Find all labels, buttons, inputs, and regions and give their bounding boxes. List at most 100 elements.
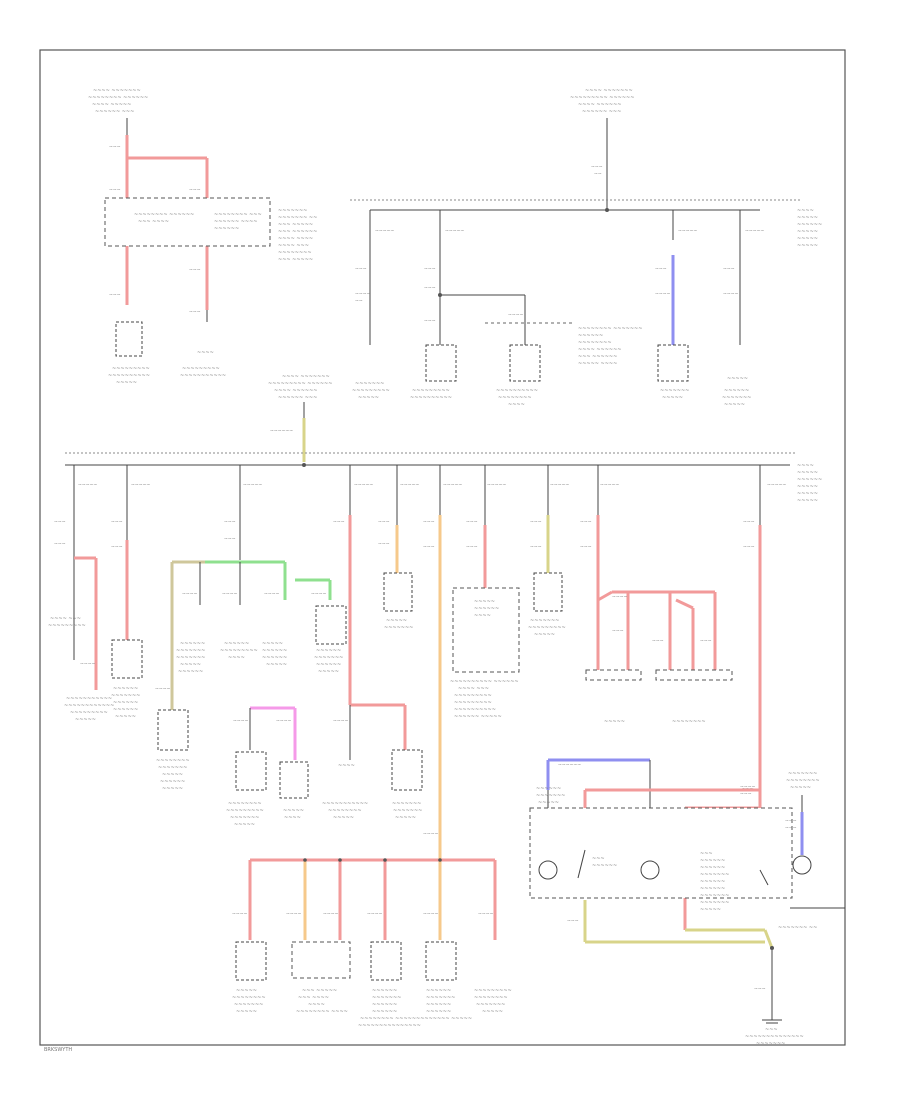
svg-text:~~~~~~: ~~~~~~ xyxy=(797,477,822,483)
svg-text:~~~~~~~~ ~~~~~: ~~~~~~~~ ~~~~~ xyxy=(360,1016,416,1022)
svg-text:~~~~~~: ~~~~~~ xyxy=(700,865,725,871)
svg-text:~~~~: ~~~~ xyxy=(423,912,439,917)
svg-text:~~~~~~: ~~~~~~ xyxy=(214,226,239,232)
svg-text:~~~~: ~~~~ xyxy=(182,592,198,597)
svg-text:~~~~: ~~~~ xyxy=(655,292,671,297)
component-c4a xyxy=(235,751,267,791)
svg-text:~~~~: ~~~~ xyxy=(311,592,327,597)
svg-text:~~~~: ~~~~ xyxy=(197,350,214,356)
svg-text:~~~~~: ~~~~~ xyxy=(115,714,136,720)
svg-text:~~~~~: ~~~~~ xyxy=(727,376,748,382)
relay-group-a xyxy=(585,669,642,681)
component-b2 xyxy=(509,344,541,382)
circuit-column-1: ~~~~~~ ~~~~ ~~~~~~~~~~~~ ~~~~ ~~~~~~~~~~… xyxy=(48,465,114,723)
component-d4 xyxy=(425,941,457,981)
svg-text:~~~~~~~: ~~~~~~~ xyxy=(230,815,259,821)
svg-text:~~~~~: ~~~~~ xyxy=(797,243,818,249)
svg-text:~~~~~: ~~~~~ xyxy=(550,483,569,488)
svg-text:~~~~~: ~~~~~ xyxy=(386,618,407,624)
svg-text:~~~: ~~~ xyxy=(424,319,436,324)
svg-text:~~~: ~~~ xyxy=(423,520,435,525)
indicator-lamp-c xyxy=(792,855,812,875)
svg-text:~~~~~~: ~~~~~~ xyxy=(426,1002,451,1008)
svg-text:~~~~~: ~~~~~ xyxy=(797,236,818,242)
svg-text:~~: ~~ xyxy=(355,299,363,304)
svg-text:~~~~~: ~~~~~ xyxy=(234,822,255,828)
circuit-column-11: ~~~~~~ ~~~ xyxy=(742,465,762,810)
svg-text:~~~: ~~~ xyxy=(743,520,755,525)
svg-text:~~~: ~~~ xyxy=(109,145,121,150)
svg-text:~~~~~~~: ~~~~~~~ xyxy=(176,648,205,654)
top-left-relay-section: ~~~~ ~~~~~~~~~~~~~~~ ~~~~~~~~~~ ~~~~~~~~… xyxy=(88,88,317,386)
svg-text:~~~~~: ~~~~~ xyxy=(482,1009,503,1015)
svg-text:~~~: ~~~ xyxy=(700,851,713,857)
svg-text:~~~~~~~ ~~: ~~~~~~~ ~~ xyxy=(778,925,817,931)
svg-text:~~~~: ~~~~ xyxy=(508,402,525,408)
svg-text:~~~ ~~~~: ~~~ ~~~~ xyxy=(298,995,329,1001)
svg-text:~~~~~: ~~~~~ xyxy=(534,632,555,638)
svg-text:~~~~~~~~~: ~~~~~~~~~ xyxy=(352,388,390,394)
component-b1 xyxy=(425,344,457,382)
svg-text:~~~~~: ~~~~~ xyxy=(243,483,262,488)
svg-text:~~~: ~~~ xyxy=(580,545,592,550)
svg-text:~~~~~: ~~~~~ xyxy=(78,483,97,488)
svg-text:~~~~: ~~~~ xyxy=(723,292,739,297)
svg-text:~~~: ~~~ xyxy=(591,165,603,170)
component-c4b xyxy=(279,761,309,799)
svg-text:~~~~~: ~~~~~ xyxy=(443,483,462,488)
svg-text:~~~~~~ ~~~~: ~~~~~~ ~~~~ xyxy=(214,219,257,225)
svg-text:~~~~~~~~~: ~~~~~~~~~ xyxy=(226,808,264,814)
svg-text:~~~~ ~~~~~~~: ~~~~ ~~~~~~~ xyxy=(585,88,633,94)
svg-text:~~~: ~~~ xyxy=(723,267,735,272)
svg-text:~~~~~~: ~~~~~~ xyxy=(426,1009,451,1015)
indicator-lamp-b xyxy=(640,860,660,880)
svg-text:~~~ ~~~~~~: ~~~ ~~~~~~ xyxy=(278,229,317,235)
bottom-right-switch-section: ~~~~~~ ~~~~~~~~~~~~~~~~~~ ~~~~~~~ ~~~~~~… xyxy=(529,758,845,1047)
svg-text:~~~: ~~~ xyxy=(700,639,712,644)
svg-text:~~~~ ~~~~~~: ~~~~ ~~~~~~ xyxy=(578,347,621,353)
svg-text:~~~: ~~~ xyxy=(655,267,667,272)
svg-text:~~~~~~: ~~~~~~ xyxy=(700,858,725,864)
svg-text:~~~: ~~~ xyxy=(355,267,367,272)
svg-text:~~~~~~: ~~~~~~ xyxy=(700,886,725,892)
svg-text:~~~: ~~~ xyxy=(765,1027,778,1033)
svg-text:~~~~~~~~~ ~~~~~~: ~~~~~~~~~ ~~~~~~ xyxy=(268,381,332,387)
svg-text:~~~~~~~~~: ~~~~~~~~~ xyxy=(182,366,220,372)
circuit-column-10: ~~~~~~ ~~~~~~~ ~~~~~~ ~~~~~~~~~~~~~ xyxy=(580,465,733,725)
svg-text:~~~: ~~~ xyxy=(466,545,478,550)
svg-text:~~~~: ~~~~ xyxy=(474,613,491,619)
svg-text:~~~~~~~~~~~: ~~~~~~~~~~~ xyxy=(66,696,112,702)
svg-text:~~~~: ~~~~ xyxy=(797,463,814,469)
svg-text:~~~: ~~~ xyxy=(424,286,436,291)
svg-text:~~~~ ~~~: ~~~~ ~~~ xyxy=(50,616,81,622)
svg-text:~~~: ~~~ xyxy=(530,520,542,525)
svg-text:~~~~~~: ~~~~~~ xyxy=(262,655,287,661)
svg-text:~~~ ~~~~: ~~~ ~~~~ xyxy=(138,219,169,225)
svg-text:~~~~~~~~~: ~~~~~~~~~ xyxy=(454,700,492,706)
svg-text:~~~~~ ~~~~: ~~~~~ ~~~~ xyxy=(578,361,617,367)
svg-text:~~~~~~: ~~~~~~ xyxy=(180,641,205,647)
circuit-column-7: ~~~~~~~~~~ xyxy=(423,465,442,940)
component-d1 xyxy=(235,941,267,981)
svg-text:~~~~~: ~~~~~ xyxy=(790,785,811,791)
svg-text:~~~~: ~~~~ xyxy=(228,655,245,661)
svg-text:~~~~~~~: ~~~~~~~ xyxy=(278,208,307,214)
svg-text:~~~~ ~~~: ~~~~ ~~~ xyxy=(458,686,489,692)
svg-text:~~~~~~~: ~~~~~~~ xyxy=(393,808,422,814)
svg-text:~~~: ~~~ xyxy=(612,629,624,634)
svg-text:~~~~~: ~~~~~ xyxy=(678,229,697,234)
svg-text:~~~ ~~~~~: ~~~ ~~~~~ xyxy=(278,222,313,228)
component-c2 xyxy=(111,639,143,679)
svg-text:~~~: ~~~ xyxy=(224,537,236,542)
svg-text:~~~~~~: ~~~~~~ xyxy=(592,863,617,869)
svg-text:~~~~~~~ ~~: ~~~~~~~ ~~ xyxy=(278,215,317,221)
svg-text:~~~~~: ~~~~~ xyxy=(600,483,619,488)
svg-text:~~~~~~~: ~~~~~~~ xyxy=(355,381,384,387)
svg-text:~~~~ ~~~~: ~~~~ ~~~~ xyxy=(278,236,313,242)
component-b3 xyxy=(657,344,689,382)
svg-text:~~~: ~~~ xyxy=(567,919,579,924)
svg-text:~~~~~~~~~: ~~~~~~~~~ xyxy=(70,710,108,716)
svg-text:~~~~~: ~~~~~ xyxy=(662,395,683,401)
svg-text:~~~~~: ~~~~~ xyxy=(445,229,464,234)
svg-text:~~~~~~: ~~~~~~ xyxy=(224,641,249,647)
